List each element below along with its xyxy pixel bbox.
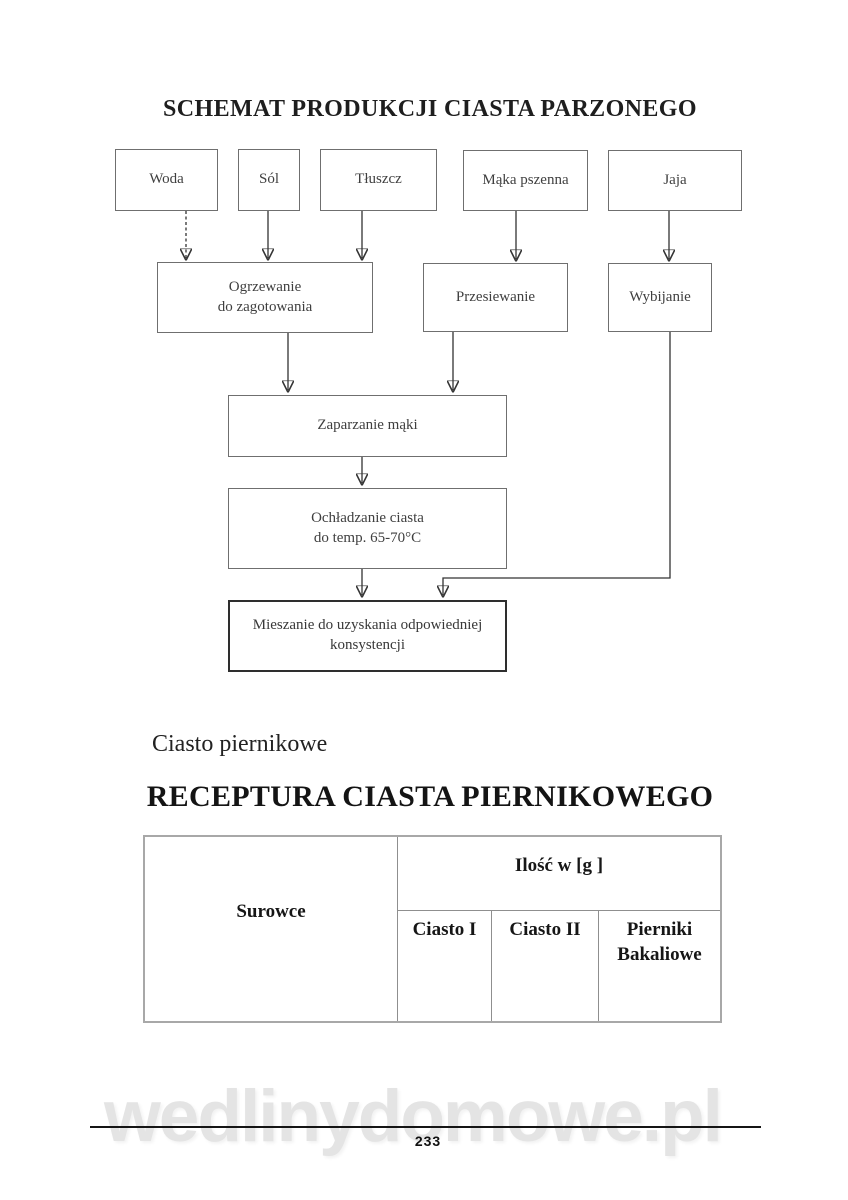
table-header-ciasto-2: Ciasto II: [491, 910, 599, 1023]
recipe-table: Surowce Ilość w [g ] Ciasto I Ciasto II …: [143, 835, 722, 1023]
flowchart-title: SCHEMAT PRODUKCJI CIASTA PARZONEGO: [163, 96, 697, 122]
flow-node-mieszanie: Mieszanie do uzyskania odpowiedniej kons…: [228, 600, 507, 672]
flow-node-przesiewanie: Przesiewanie: [423, 263, 568, 332]
flow-node-maka-pszenna: Mąka pszenna: [463, 150, 588, 211]
flow-node-woda: Woda: [115, 149, 218, 211]
footer-rule: [90, 1126, 761, 1128]
flow-node-ogrzewanie: Ogrzewanie do zagotowania: [157, 262, 373, 333]
recipe-title: RECEPTURA CIASTA PIERNIKOWEGO: [146, 780, 714, 813]
section-heading: Ciasto piernikowe: [152, 731, 328, 757]
watermark: wedlinydomowe.pl: [104, 1076, 723, 1157]
table-header-ilosc: Ilość w [g ]: [397, 835, 722, 911]
table-row: Ciasto I Ciasto II Pierniki Bakaliowe: [144, 910, 722, 1023]
flow-node-wybijanie: Wybijanie: [608, 263, 712, 332]
table-header-pierniki-bakaliowe: Pierniki Bakaliowe: [598, 910, 722, 1023]
flow-node-sol: Sól: [238, 149, 300, 211]
page-number: 233: [414, 1133, 442, 1149]
table-header-surowce: Surowce: [143, 835, 398, 1023]
table-header-ciasto-1: Ciasto I: [397, 910, 492, 1023]
flow-node-tluszcz: Tłuszcz: [320, 149, 437, 211]
flow-node-ochladzanie: Ochładzanie ciasta do temp. 65-70°C: [228, 488, 507, 569]
table-row: Surowce Ilość w [g ]: [143, 835, 722, 1023]
flow-node-zaparzanie: Zaparzanie mąki: [228, 395, 507, 457]
flow-node-jaja: Jaja: [608, 150, 742, 211]
